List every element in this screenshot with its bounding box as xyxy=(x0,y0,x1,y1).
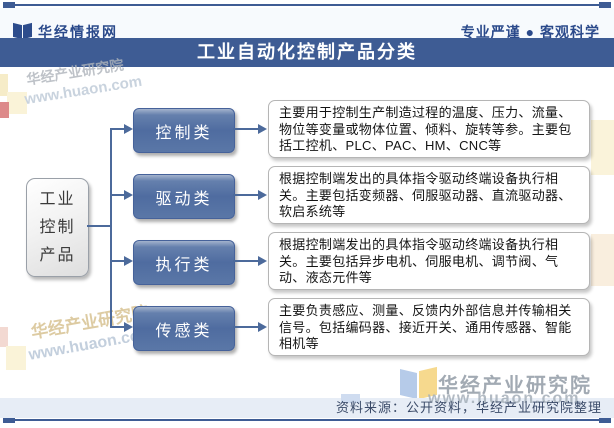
connector-branch-1 xyxy=(112,128,125,130)
source-note: 资料来源：公开资料，华经产业研究院整理 xyxy=(335,400,602,415)
category-node-drive: 驱动类 xyxy=(133,174,235,219)
connector-desc-3 xyxy=(233,260,259,262)
root-node-line: 控制 xyxy=(39,218,76,236)
watermark-square xyxy=(0,327,8,347)
arrowhead-desc-2 xyxy=(258,190,267,200)
arrowhead-desc-4 xyxy=(258,322,267,332)
watermark-square xyxy=(7,92,27,114)
description-box-sensing: 主要负责感应、测量、反馈内外部信息并传输相关信号。包括编码器、接近开关、通用传感… xyxy=(268,298,590,356)
footer-logo-book-icon xyxy=(400,366,438,400)
watermark-square xyxy=(591,234,614,286)
connector-root xyxy=(87,225,111,227)
header-tagline: 专业严谨 ● 客观科学 xyxy=(460,24,600,40)
page-title: 工业自动化控制产品分类 xyxy=(197,42,417,62)
top-rule-cap-right xyxy=(599,2,611,9)
root-node-industrial-control-products: 工业 控制 产品 xyxy=(26,178,89,277)
bottom-rule xyxy=(4,419,610,421)
title-bar: 工业自动化控制产品分类 xyxy=(0,38,614,67)
top-rule xyxy=(4,4,610,6)
category-node-actuation: 执行类 xyxy=(133,240,235,285)
watermark-square xyxy=(6,346,26,370)
bottom-rule-cap-right xyxy=(599,416,611,423)
header-bar: 华经情报网 专业严谨 ● 客观科学 xyxy=(0,8,614,40)
description-box-control: 主要用于控制生产制造过程的温度、压力、流量、物位等变量或物体位置、倾料、旋转等参… xyxy=(268,100,590,158)
category-label: 控制类 xyxy=(155,124,213,142)
category-label: 驱动类 xyxy=(155,190,213,208)
connector-desc-4 xyxy=(233,326,259,328)
connector-branch-4 xyxy=(112,326,125,328)
category-node-sensing: 传感类 xyxy=(133,306,235,351)
connector-desc-2 xyxy=(233,194,259,196)
connector-desc-1 xyxy=(233,128,259,130)
watermark-url-top: www.huaon.com xyxy=(23,72,144,109)
footer-logo-text: 华经产业研究院 xyxy=(438,375,592,397)
description-box-actuation: 根据控制端发出的具体指令驱动终端设备执行相关。主要包括异步电机、伺服电机、调节阀… xyxy=(268,232,590,290)
arrowhead-desc-1 xyxy=(258,124,267,134)
description-text: 根据控制端发出的具体指令驱动终端设备执行相关。主要包括变频器、伺服驱动器、直流驱… xyxy=(279,171,572,219)
description-box-drive: 根据控制端发出的具体指令驱动终端设备执行相关。主要包括变频器、伺服驱动器、直流驱… xyxy=(268,166,590,224)
watermark-square xyxy=(591,120,614,175)
brand-book-icon xyxy=(13,22,33,40)
arrowhead-branch-3 xyxy=(124,256,133,266)
arrowhead-branch-1 xyxy=(124,124,133,134)
arrowhead-branch-4 xyxy=(124,322,133,332)
category-label: 执行类 xyxy=(155,256,213,274)
description-text: 根据控制端发出的具体指令驱动终端设备执行相关。主要包括异步电机、伺服电机、调节阀… xyxy=(279,237,559,285)
top-rule-cap-left xyxy=(3,2,15,9)
connector-trunk xyxy=(110,128,112,328)
arrowhead-branch-2 xyxy=(124,190,133,200)
description-text: 主要负责感应、测量、反馈内外部信息并传输相关信号。包括编码器、接近开关、通用传感… xyxy=(279,303,572,351)
category-node-control: 控制类 xyxy=(133,108,235,153)
connector-branch-3 xyxy=(112,260,125,262)
arrowhead-desc-3 xyxy=(258,256,267,266)
category-label: 传感类 xyxy=(155,322,213,340)
watermark-square xyxy=(0,102,9,118)
description-text: 主要用于控制生产制造过程的温度、压力、流量、物位等变量或物体位置、倾料、旋转等参… xyxy=(279,105,572,153)
root-node-line: 工业 xyxy=(39,190,76,208)
source-strip xyxy=(0,398,614,418)
bottom-rule-cap-left xyxy=(3,416,15,423)
root-node-line: 产品 xyxy=(39,246,76,264)
connector-branch-2 xyxy=(112,194,125,196)
brand-name: 华经情报网 xyxy=(38,24,118,40)
watermark-square xyxy=(0,74,8,96)
